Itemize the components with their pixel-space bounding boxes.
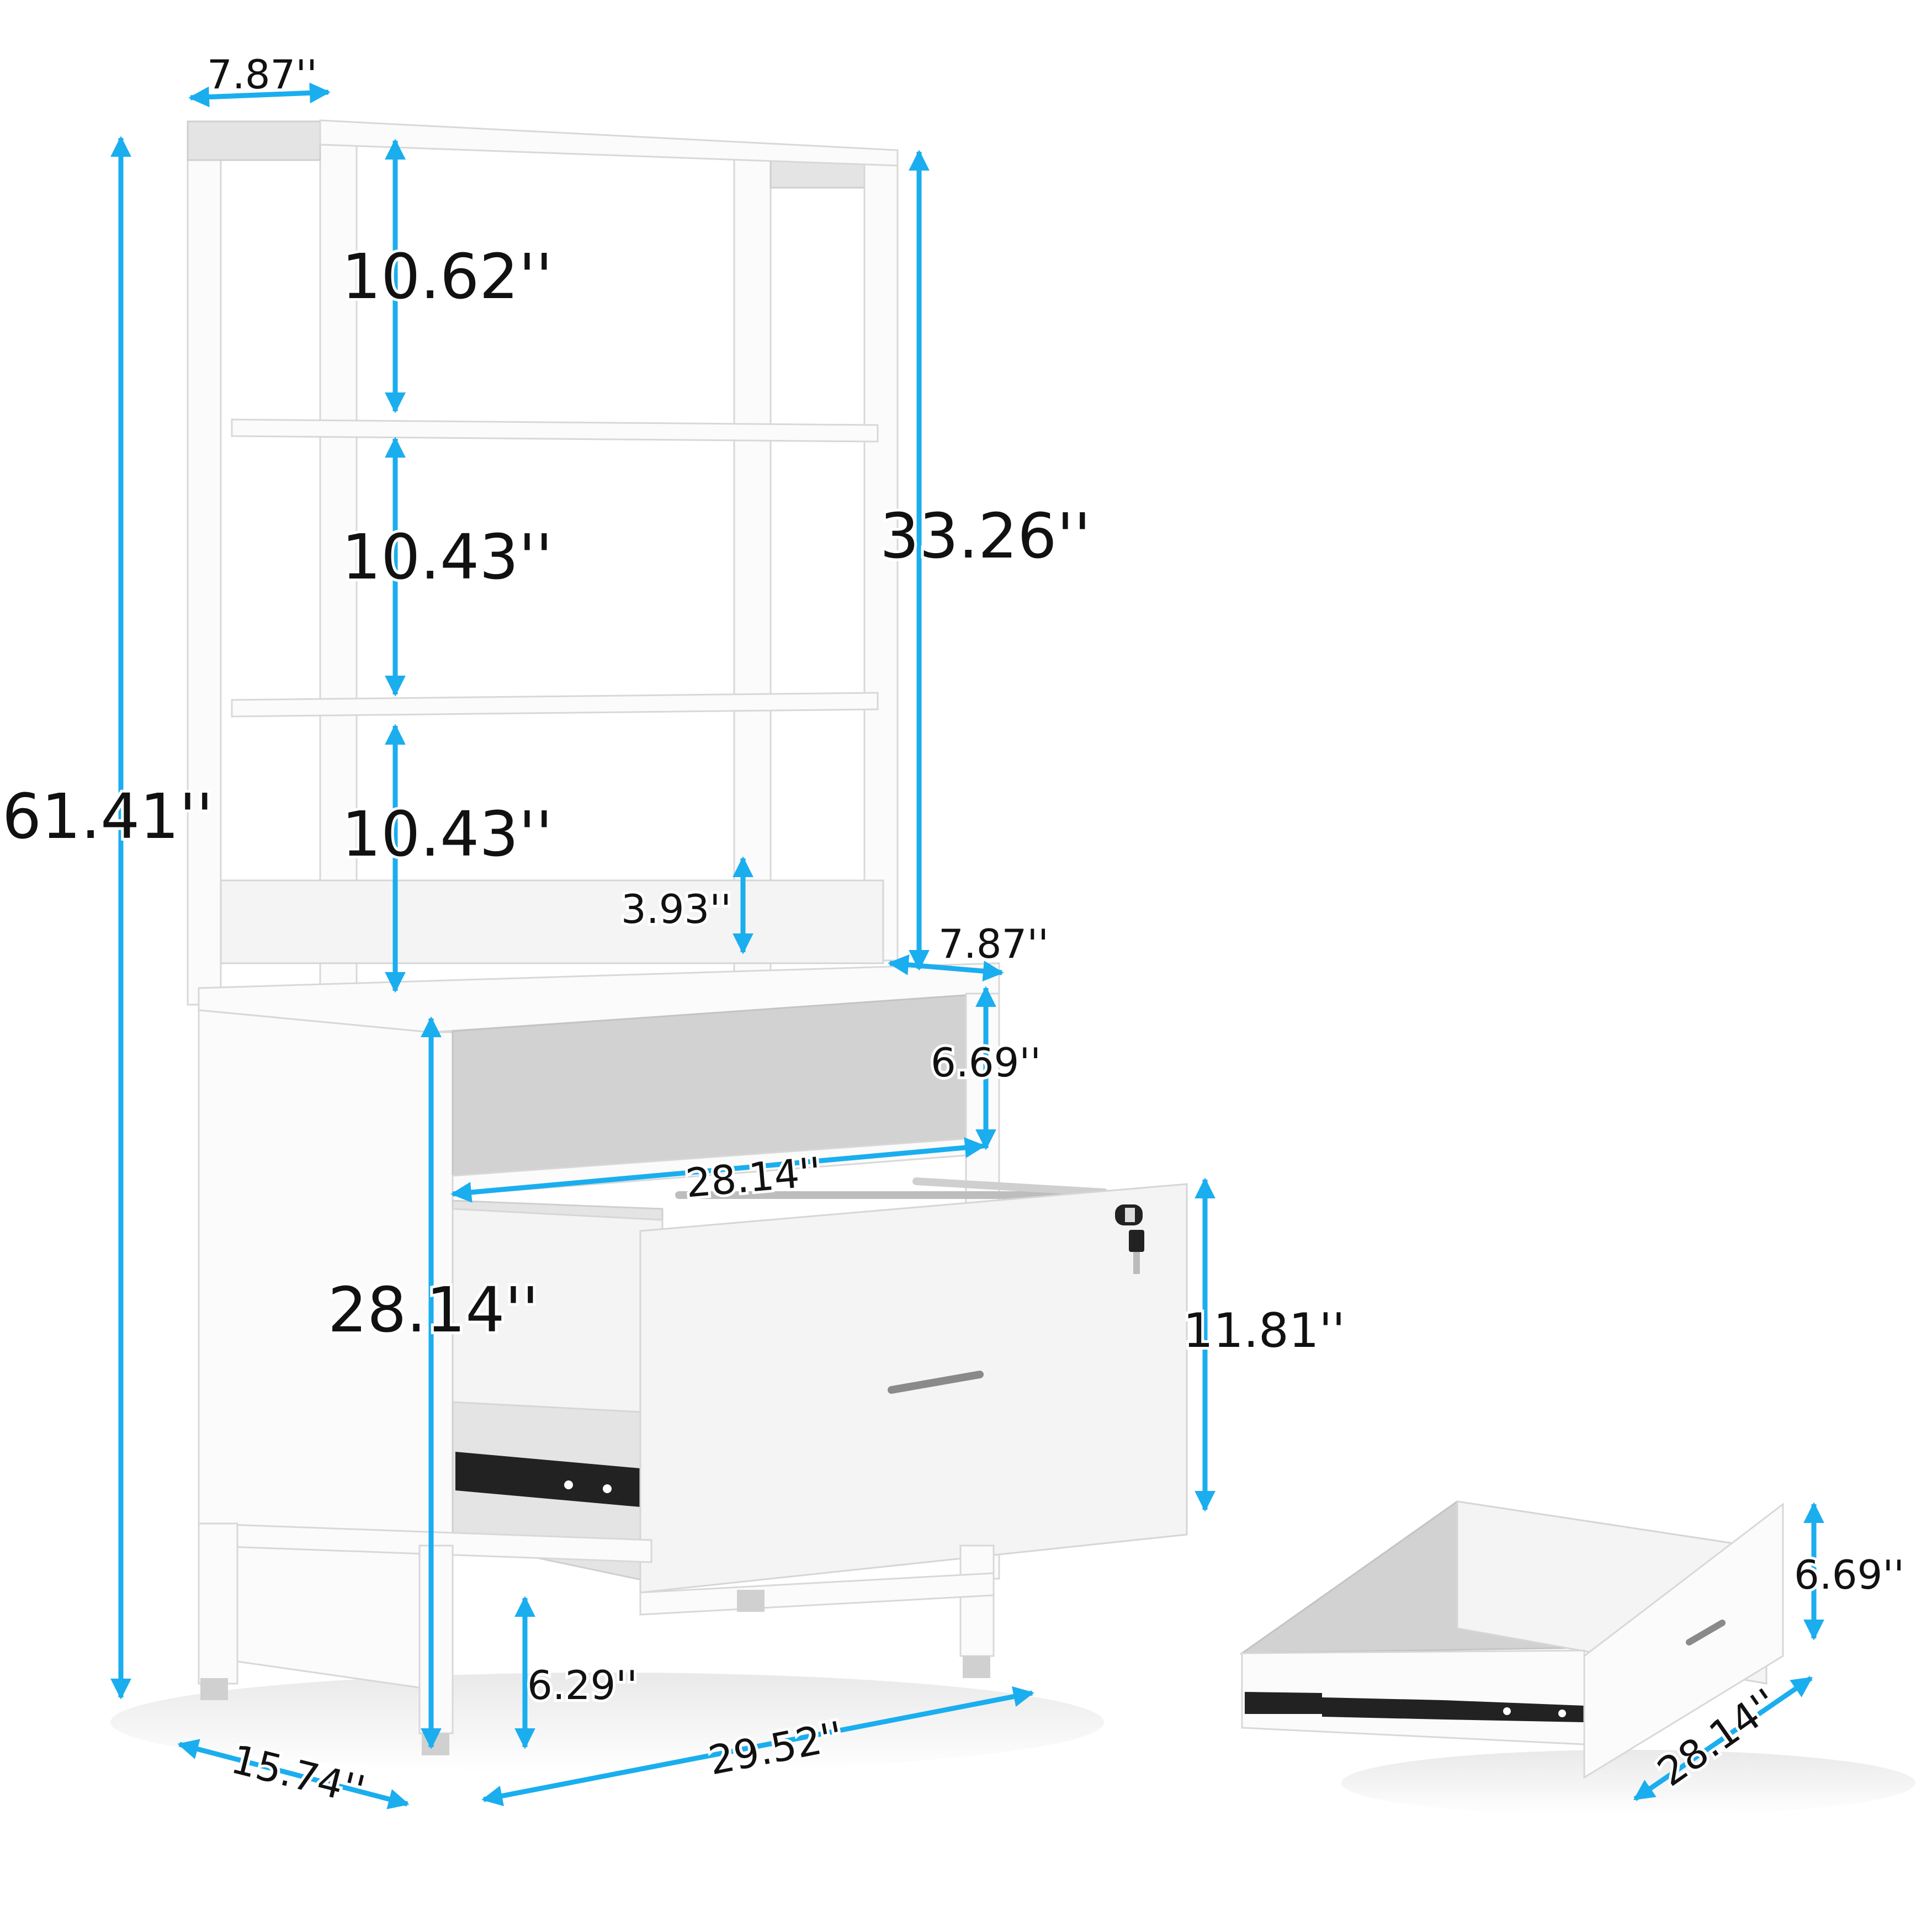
label-drawer-front-height: 11.81'' [1183, 1303, 1345, 1358]
label-hutch-height: 33.26'' [880, 501, 1091, 572]
label-cubby-height: 6.69'' [931, 1039, 1041, 1086]
arrow-overall-depth [177, 1739, 410, 1809]
label-hutch-depth: 7.87'' [938, 921, 1049, 967]
leveling-foot [422, 1733, 449, 1755]
top-side-rail [187, 120, 321, 161]
top-shelf [319, 119, 899, 167]
label-shelf3-height: 10.43'' [342, 799, 553, 871]
slide-rivet [603, 1484, 612, 1493]
drawer-bar-handle [1686, 1620, 1726, 1646]
dimension-arrows [110, 82, 1824, 1809]
leg-front-left [418, 1544, 454, 1734]
drawer-slide-rail [1245, 1692, 1322, 1714]
drawer-slide-rail [455, 1452, 640, 1507]
label-floor-clearance: 6.29'' [527, 1662, 638, 1708]
leg-back-left [198, 1522, 238, 1685]
slide-rivet [564, 1480, 573, 1489]
leveling-foot [200, 1678, 228, 1700]
arrow-overall-width [481, 1686, 1034, 1807]
base-stretcher [639, 1572, 995, 1616]
leg-front-right [959, 1544, 995, 1657]
bookcase [110, 119, 1188, 1772]
label-cabinet-height: 28.14'' [328, 1275, 539, 1346]
leveling-foot [963, 1656, 990, 1678]
hutch-left-back-post [187, 120, 222, 1006]
lock-with-key-icon [1115, 1204, 1144, 1274]
drawer-bar-handle [888, 1371, 984, 1394]
drawer-shadow [1341, 1750, 1915, 1816]
label-shelf2-height: 10.43'' [342, 522, 553, 593]
drawer-slide-rail [1443, 1700, 1584, 1722]
arrow-top-depth [188, 82, 331, 108]
arrow-drawer-slide-depth [450, 1137, 986, 1203]
label-total-height: 61.41'' [2, 781, 213, 853]
arrow-detached-drawer-depth [1633, 1676, 1813, 1801]
slide-rivet [1503, 1707, 1511, 1715]
hutch-right-front-post [733, 148, 772, 978]
label-detached-drawer-height: 6.69'' [1794, 1552, 1904, 1598]
shelf-1 [231, 418, 879, 443]
shelf-2 [231, 692, 879, 718]
arrow-hutch-depth [888, 954, 1004, 981]
label-top-depth: 7.87'' [207, 51, 317, 98]
file-hanging-rod [912, 1177, 1108, 1196]
drawer-slide-rail [1322, 1697, 1443, 1719]
label-shelf1-height: 10.62'' [342, 241, 553, 313]
leveling-foot [737, 1590, 765, 1612]
hutch-back-rail [220, 879, 884, 964]
label-back-rail-height: 3.93'' [621, 886, 731, 932]
slide-rivet [1558, 1710, 1566, 1717]
